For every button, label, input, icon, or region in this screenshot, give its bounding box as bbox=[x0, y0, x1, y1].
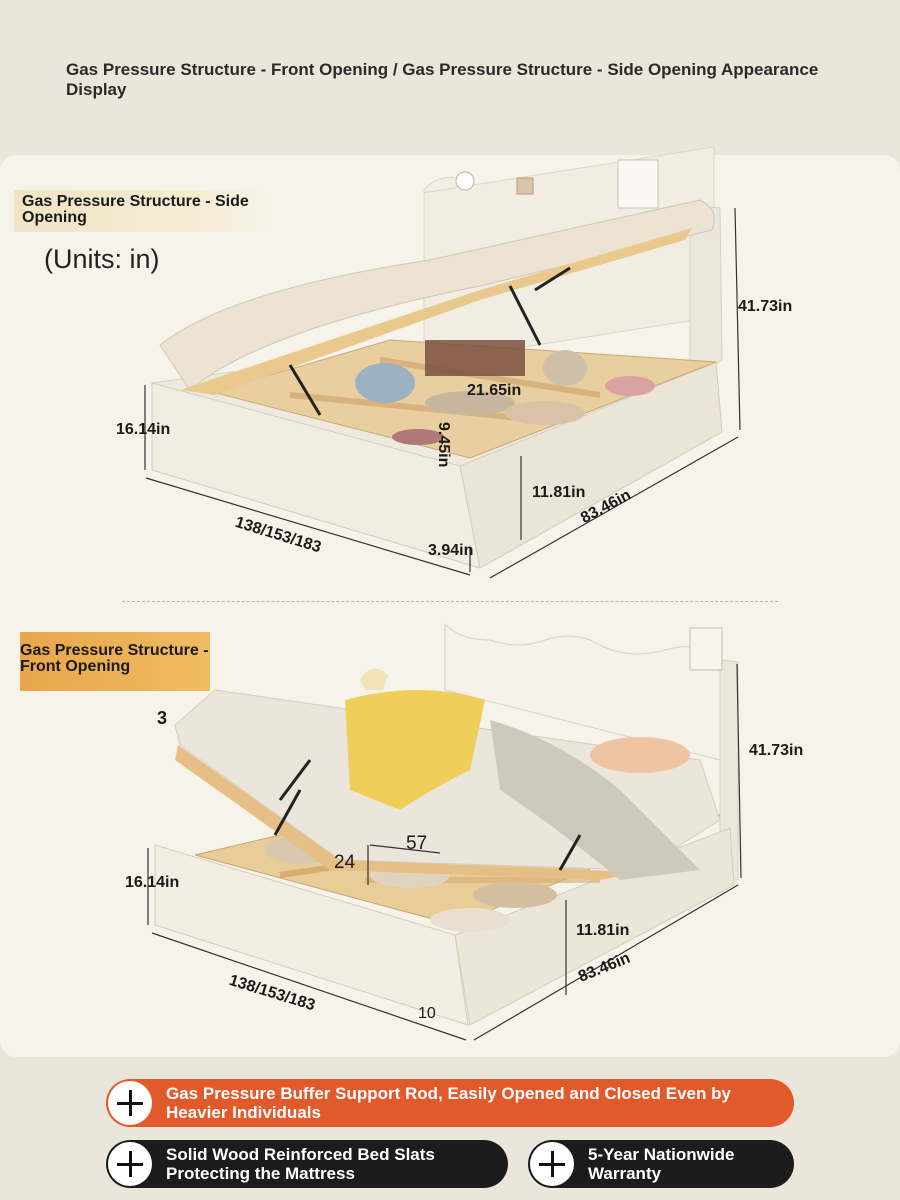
front-opening-tag: Gas Pressure Structure - Front Opening bbox=[20, 632, 210, 691]
feature-gas-pressure-rod: Gas Pressure Buffer Support Rod, Easily … bbox=[106, 1079, 794, 1127]
front-frame-height-label: 16.14in bbox=[125, 874, 180, 891]
front-corner-label: 3 bbox=[157, 708, 168, 728]
side-leg-height-label: 3.94in bbox=[428, 542, 474, 559]
units-label: (Units: in) bbox=[44, 244, 160, 274]
feature-text: 5-Year Nationwide Warranty bbox=[588, 1145, 735, 1183]
section-divider bbox=[122, 601, 778, 602]
side-rail-height-label: 11.81in bbox=[532, 484, 586, 501]
front-compartment-width-label: 57 bbox=[406, 833, 428, 854]
plus-icon bbox=[108, 1142, 152, 1186]
plus-icon bbox=[108, 1081, 152, 1125]
side-opening-bed-image bbox=[144, 146, 741, 579]
page-title: Gas Pressure Structure - Front Opening /… bbox=[66, 60, 819, 99]
side-compartment-depth-label: 9.45in bbox=[435, 422, 452, 468]
front-compartment-depth-label: 24 bbox=[334, 852, 356, 873]
front-opening-bed-image bbox=[147, 622, 742, 1041]
front-leg-height-label: 10 bbox=[418, 1005, 436, 1022]
side-height-total-label: 41.73in bbox=[738, 298, 793, 315]
front-rail-height-label: 11.81in bbox=[576, 922, 630, 939]
side-opening-tag: Gas Pressure Structure - Side Opening bbox=[14, 190, 272, 232]
side-compartment-width-label: 21.65in bbox=[467, 382, 522, 399]
plus-icon bbox=[530, 1142, 574, 1186]
feature-warranty: 5-Year Nationwide Warranty bbox=[528, 1140, 794, 1188]
side-frame-height-label: 16.14in bbox=[116, 421, 171, 438]
feature-text: Gas Pressure Buffer Support Rod, Easily … bbox=[166, 1084, 731, 1122]
feature-text: Solid Wood Reinforced Bed Slats Protecti… bbox=[166, 1145, 435, 1183]
front-height-total-label: 41.73in bbox=[749, 742, 804, 759]
feature-solid-wood-slats: Solid Wood Reinforced Bed Slats Protecti… bbox=[106, 1140, 508, 1188]
